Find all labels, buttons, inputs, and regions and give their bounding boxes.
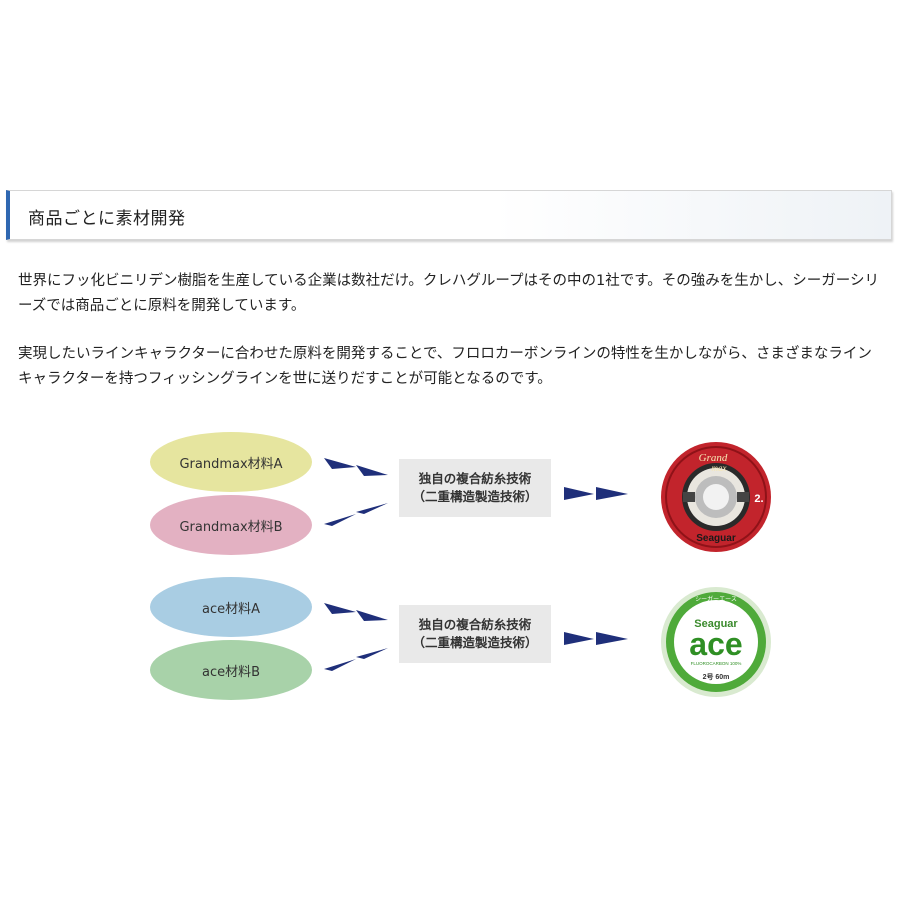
arrow-icon: [564, 487, 628, 500]
arrow-icon: [324, 648, 388, 671]
material-ace-a: ace材料A: [150, 577, 312, 637]
detail-paragraph: 実現したいラインキャラクターに合わせた原料を開発することで、フロロカーボンライン…: [18, 346, 872, 387]
material-ace-b: ace材料B: [150, 640, 312, 700]
section-title: 商品ごとに素材開発: [28, 209, 186, 229]
arrow-icon: [324, 503, 388, 526]
product-name: Grand: [699, 452, 728, 464]
product-top-label: シーガーエース: [695, 595, 737, 603]
ace-spool-image: シーガーエース Seaguar ace FLUOROCARBON 100% 2号…: [661, 587, 771, 697]
intro-paragraph: 世界にフッ化ビニリデン樹脂を生産している企業は数社だけ。クレハグループはその中の…: [18, 273, 879, 314]
process-label: 独自の複合紡糸技術: [418, 471, 532, 486]
process-box-ace: 独自の複合紡糸技術 （二重構造製造技術）: [399, 605, 551, 663]
product-size: 2.: [754, 493, 763, 505]
material-grandmax-a: Grandmax材料A: [150, 432, 312, 492]
arrow-icon: [564, 632, 628, 645]
section-header: 商品ごとに素材開発: [6, 190, 892, 240]
material-grandmax-b: Grandmax材料B: [150, 495, 312, 555]
arrow-icon: [324, 603, 388, 621]
process-label: 独自の複合紡糸技術: [418, 617, 532, 632]
product-name-sub: max: [712, 463, 727, 473]
process-box-grandmax: 独自の複合紡糸技術 （二重構造製造技術）: [399, 459, 551, 517]
process-sublabel: （二重構造製造技術）: [412, 489, 538, 504]
product-brand: Seaguar: [694, 618, 738, 630]
product-brand: Seaguar: [696, 533, 736, 544]
arrow-icon: [324, 458, 388, 476]
product-sub: FLUOROCARBON 100%: [691, 661, 742, 666]
process-sublabel: （二重構造製造技術）: [412, 635, 538, 650]
product-name: ace: [689, 626, 742, 662]
product-spec: 2号 60m: [703, 672, 730, 681]
grandmax-spool-image: Grand max 2. Seaguar: [661, 442, 771, 552]
